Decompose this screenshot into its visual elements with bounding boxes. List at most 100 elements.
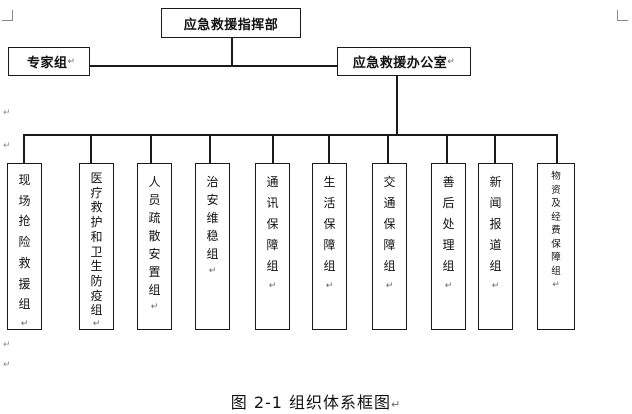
- group-box-security-label-char: 治: [206, 175, 219, 189]
- group-box-aftermath-label-char: 理: [442, 238, 455, 252]
- group-box-rescue-label-char: 救: [18, 255, 31, 270]
- group-box-medical-label-char: 护: [90, 215, 103, 230]
- group-box-medical-label-char: 组: [90, 303, 103, 318]
- group-box-supplies-label-char: 组: [551, 265, 561, 277]
- group-box-medical-label-char: 医: [90, 171, 103, 185]
- group-box-rescue: 现场抢险救援组↵: [7, 163, 42, 330]
- paragraph-mark: ↵: [3, 360, 11, 370]
- connector-branch-bus: [23, 134, 557, 136]
- group-box-traffic-label-char: 通: [383, 196, 396, 210]
- group-box-evacuation-label-char: 疏: [148, 211, 161, 225]
- group-box-evacuation-label-char: 置: [148, 265, 161, 279]
- group-box-traffic-label-char: 保: [383, 217, 396, 231]
- paragraph-mark: ↵: [325, 281, 334, 291]
- group-box-living-label-char: 组: [323, 259, 336, 273]
- group-box-evacuation-label-char: 散: [148, 229, 161, 243]
- paragraph-mark: ↵: [444, 281, 453, 291]
- paragraph-mark: ↵: [491, 281, 500, 291]
- group-box-aftermath-label-char: 处: [442, 217, 455, 231]
- command-headquarters-box: 应急救援指挥部: [161, 8, 301, 38]
- group-box-security-label-char: 稳: [206, 229, 219, 243]
- connector-drop: [23, 134, 25, 164]
- group-box-supplies: 物资及经费保障组 ↵: [537, 163, 575, 330]
- emergency-office-label: 应急救援办公室: [352, 56, 448, 71]
- connector-drop: [272, 134, 274, 164]
- group-box-rescue-label-char: 场: [18, 193, 31, 208]
- group-box-supplies-label-char: 经: [551, 211, 561, 223]
- crop-mark-top-left: [2, 10, 13, 21]
- paragraph-mark: ↵: [67, 56, 76, 67]
- group-box-living-label-char: 障: [323, 238, 336, 252]
- crop-mark-top-right: [617, 10, 628, 21]
- group-box-supplies-label-char: 资: [551, 184, 561, 196]
- group-box-news-label-char: 闻: [489, 196, 502, 210]
- command-headquarters-label: 应急救援指挥部: [183, 17, 279, 33]
- expert-group-label: 专家组: [27, 56, 68, 71]
- group-box-medical-label-char: 生: [90, 259, 103, 274]
- group-box-supplies-label-char: 及: [551, 198, 561, 209]
- group-box-medical-label-char: 疗: [90, 185, 103, 200]
- connector-top-vertical: [231, 37, 233, 66]
- group-box-supplies-label-char: 保: [551, 238, 561, 250]
- expert-group-box: 专家组 ↵: [8, 47, 90, 76]
- connector-drop: [387, 134, 389, 164]
- group-box-evacuation-label-char: 安: [148, 247, 161, 261]
- paragraph-mark: ↵: [92, 319, 101, 330]
- group-box-living: 生活保障组 ↵: [312, 163, 347, 330]
- connector-drop: [446, 134, 448, 164]
- figure-caption-text: 图 2-1 组织体系框图: [230, 393, 392, 412]
- paragraph-mark: ↵: [208, 266, 217, 276]
- connector-drop: [556, 134, 558, 164]
- emergency-office-box: 应急救援办公室 ↵: [337, 47, 471, 76]
- group-box-evacuation: 人员疏散安置组 ↵: [137, 163, 172, 330]
- group-box-security-label-char: 组: [206, 247, 219, 261]
- group-box-communication-label-char: 障: [266, 238, 279, 252]
- paragraph-mark: ↵: [3, 141, 11, 151]
- group-box-security-label-char: 维: [206, 211, 219, 225]
- paragraph-mark: ↵: [268, 281, 277, 291]
- connector-drop: [494, 134, 496, 164]
- group-box-rescue-label-char: 抢: [18, 214, 31, 229]
- connector-drop: [209, 134, 211, 164]
- group-box-security: 治安维稳组 ↵: [195, 163, 230, 330]
- paragraph-mark: ↵: [3, 340, 11, 350]
- connector-drop: [150, 134, 152, 164]
- group-box-rescue-label-char: 援: [18, 276, 31, 291]
- connector-top-horizontal: [89, 65, 338, 67]
- group-box-rescue-label-char: 组: [18, 297, 31, 312]
- group-box-security-label-char: 安: [206, 193, 219, 207]
- group-box-communication-label-char: 保: [266, 217, 279, 231]
- group-box-communication-label-char: 讯: [266, 196, 279, 210]
- paragraph-mark: ↵: [552, 280, 560, 290]
- group-box-traffic-label-char: 组: [383, 259, 396, 273]
- group-box-evacuation-label-char: 员: [148, 193, 161, 207]
- group-box-living-label-char: 生: [323, 175, 336, 189]
- group-box-medical-label-char: 救: [90, 200, 103, 215]
- group-box-news: 新闻报道组↵: [478, 163, 513, 330]
- group-box-evacuation-label-char: 组: [148, 283, 161, 297]
- group-box-supplies-label-char: 物: [551, 171, 561, 182]
- group-box-news-label-char: 报: [489, 217, 502, 231]
- group-box-living-label-char: 活: [323, 196, 336, 210]
- group-box-medical-label-char: 和: [90, 229, 103, 244]
- group-box-news-label-char: 道: [489, 238, 502, 252]
- group-box-evacuation-label-char: 人: [148, 175, 161, 189]
- connector-drop: [328, 134, 330, 164]
- group-box-living-label-char: 保: [323, 217, 336, 231]
- group-box-rescue-label-char: 现: [18, 173, 31, 187]
- group-box-aftermath-label-char: 后: [442, 196, 455, 210]
- paragraph-mark: ↵: [150, 302, 159, 312]
- group-box-traffic-label-char: 障: [383, 238, 396, 252]
- paragraph-mark: ↵: [385, 281, 394, 291]
- group-box-aftermath-label-char: 组: [442, 259, 455, 273]
- group-box-supplies-label-char: 障: [551, 252, 561, 263]
- group-box-rescue-label-char: 险: [18, 235, 31, 250]
- group-box-traffic: 交通保障组 ↵: [372, 163, 407, 330]
- group-box-communication: 通讯保障组↵: [255, 163, 290, 330]
- group-box-supplies-label-char: 费: [551, 225, 561, 236]
- connector-drop: [90, 134, 92, 164]
- group-box-aftermath: 善后处理组↵: [431, 163, 466, 330]
- group-box-traffic-label-char: 交: [383, 175, 396, 189]
- paragraph-mark: ↵: [391, 398, 402, 411]
- group-box-communication-label-char: 通: [266, 175, 279, 189]
